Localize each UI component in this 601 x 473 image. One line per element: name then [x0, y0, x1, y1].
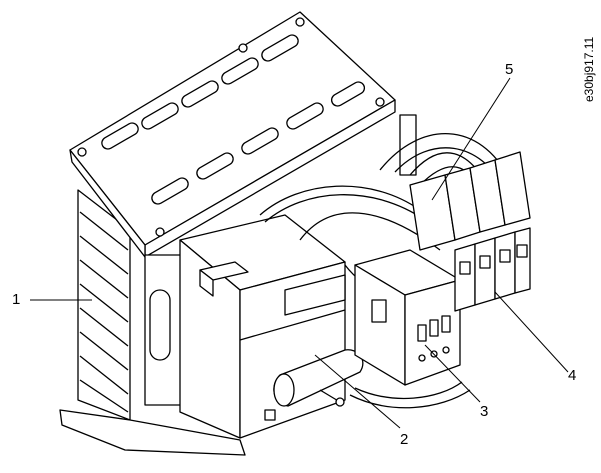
callout-leaders: [30, 77, 569, 429]
operating-handle: [273, 349, 364, 407]
callout-1: 1: [12, 291, 21, 308]
disconnect-switch-body: [179, 214, 346, 439]
frame-slot: [149, 289, 171, 361]
callout-5: 5: [505, 61, 514, 78]
callout-2: 2: [400, 431, 409, 448]
top-mounting-plate: [69, 11, 396, 258]
callout-3: 3: [480, 403, 489, 420]
callout-4: 4: [568, 367, 577, 384]
drawing-code-label: e30bj917.11: [582, 36, 596, 102]
drawing-code-wrapper: e30bj917.11: [566, 6, 596, 106]
contactor: [354, 249, 461, 386]
relay-stack: [409, 151, 531, 251]
terminal-blocks: [454, 227, 531, 312]
base-plate: [59, 409, 246, 456]
